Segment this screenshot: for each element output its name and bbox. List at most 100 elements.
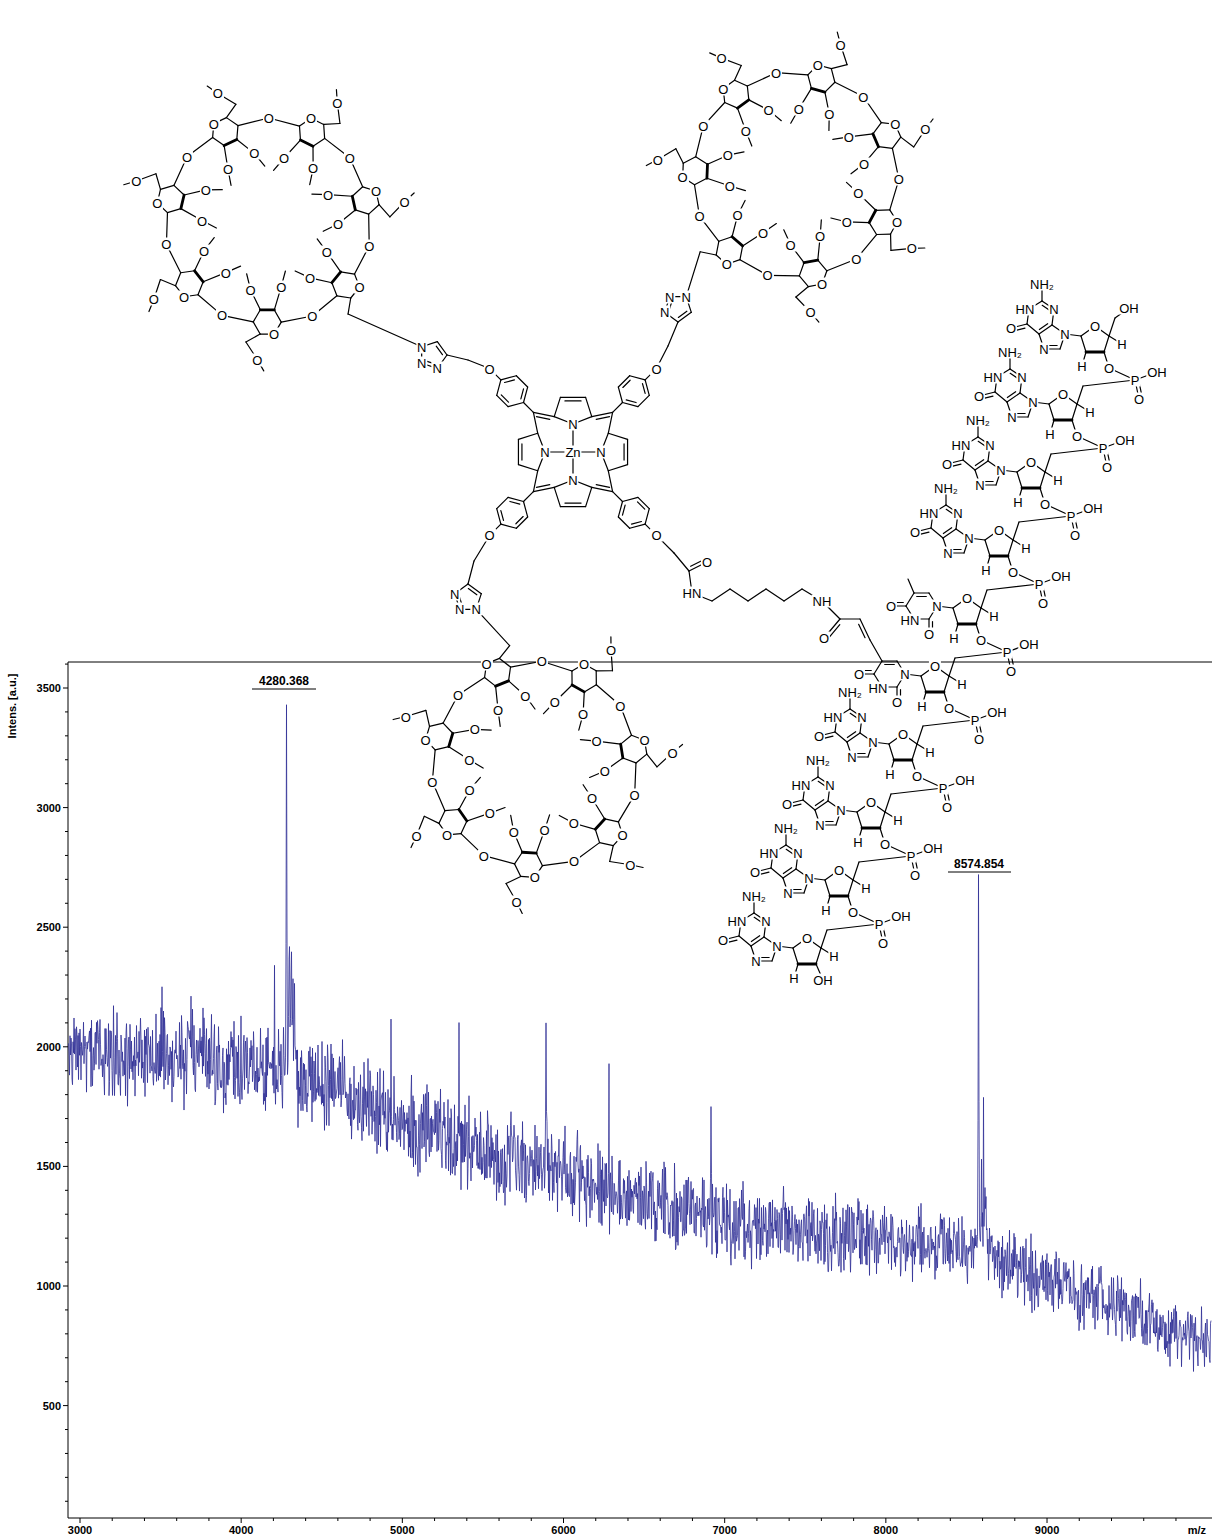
atom-label: O — [478, 849, 490, 862]
atom-label: O — [464, 783, 476, 796]
atom-label: OH — [922, 842, 944, 855]
atom-label: O — [590, 735, 602, 748]
chemical-bond — [521, 444, 522, 460]
chemical-bond — [725, 103, 738, 109]
chemical-bond — [818, 260, 827, 271]
chemical-bond — [730, 589, 748, 601]
axis-tick — [65, 855, 68, 856]
atom-label: O — [804, 306, 816, 319]
atom-label: O — [793, 103, 805, 116]
chemical-bond — [1013, 522, 1019, 540]
atom-label: O — [906, 242, 918, 255]
chemical-bond — [213, 138, 225, 146]
atom-label: O — [909, 526, 921, 539]
atom-label: OH — [1082, 502, 1104, 515]
axis-tick — [112, 1518, 113, 1521]
chemical-bond — [923, 720, 975, 726]
chemical-bond — [931, 528, 943, 538]
atom-label: NH₂ — [741, 890, 767, 903]
chemical-bond — [638, 502, 645, 509]
chemical-bond — [160, 280, 175, 286]
axis-line — [68, 1518, 1212, 1519]
atom-label: O — [220, 266, 232, 279]
atom-label: O — [1101, 461, 1113, 474]
atom-label: N — [771, 940, 782, 953]
chemical-bond — [379, 205, 390, 217]
chemical-bond — [783, 869, 796, 878]
atom-label: O — [586, 792, 598, 805]
axis-tick — [821, 1518, 822, 1521]
chemical-bond — [783, 868, 791, 874]
chemical-bond — [596, 485, 609, 488]
chemical-bond — [618, 376, 629, 387]
chemical-bond — [678, 312, 691, 322]
chemical-bond — [735, 80, 748, 86]
chemical-bond — [740, 246, 743, 260]
atom-label: O — [275, 280, 287, 293]
chemical-bond — [1039, 324, 1047, 330]
axis-tick — [370, 1518, 371, 1521]
atom-label: OH — [890, 910, 912, 923]
peak-label: 8574.854 — [954, 858, 1004, 870]
chemical-bond — [771, 868, 783, 878]
chemical-bond — [181, 195, 184, 209]
chemical-bond — [738, 100, 749, 108]
chemical-bond — [435, 747, 449, 750]
chemical-bond — [796, 287, 808, 297]
axis-tick — [65, 879, 68, 880]
chemical-bond — [524, 492, 534, 502]
chemical-bond — [638, 395, 649, 406]
chemical-bond — [747, 86, 748, 100]
atom-label: O — [529, 871, 541, 884]
axis-tick — [65, 664, 68, 665]
chemical-bond — [706, 164, 709, 178]
chemical-bond — [623, 444, 624, 460]
atom-label: O — [484, 807, 496, 820]
chemical-bond — [642, 384, 645, 394]
atom-label: O — [160, 238, 172, 251]
atom-label: O — [614, 699, 626, 712]
chemical-bond — [694, 178, 706, 184]
axis-tick — [950, 1518, 951, 1521]
chemical-bond — [445, 809, 459, 810]
chemical-bond — [636, 754, 647, 763]
chemical-bond — [623, 758, 636, 763]
atom-label: NH₂ — [773, 822, 799, 835]
chemical-bond — [678, 311, 687, 317]
chemical-bond — [784, 589, 802, 601]
atom-label: O — [650, 529, 662, 542]
chemical-bond — [1019, 516, 1071, 522]
atom-label: N — [974, 479, 985, 492]
atom-label: N — [1027, 396, 1038, 409]
atom-label: HN — [682, 587, 703, 600]
atom-label: HN — [919, 507, 940, 520]
atom-label: O — [508, 825, 520, 838]
atom-label: O — [353, 281, 365, 294]
atom-label: N — [1006, 411, 1017, 424]
axis-tick — [65, 975, 68, 976]
atom-label: P — [1066, 510, 1077, 523]
atom-label: O — [1057, 388, 1069, 401]
chemical-bond — [501, 395, 508, 402]
atom-label: O — [483, 529, 495, 542]
axis-tick — [65, 1142, 68, 1143]
atom-label: N — [416, 357, 427, 370]
chemical-bond — [647, 754, 657, 767]
chemical-bond — [975, 461, 988, 470]
atom-label: O — [717, 934, 729, 947]
atom-label: O — [1025, 456, 1037, 469]
atom-label: H — [884, 768, 895, 781]
atom-label: O — [677, 171, 689, 184]
atom-label: O — [993, 524, 1005, 537]
chemical-bond — [1086, 351, 1104, 354]
atom-label: O — [818, 632, 830, 645]
atom-label: O — [130, 174, 142, 187]
chemical-bond — [626, 400, 636, 403]
axis-tick — [1079, 1518, 1080, 1521]
axis-tick — [1014, 1518, 1015, 1521]
chemical-bond — [735, 65, 742, 80]
atom-label: O — [617, 829, 629, 842]
atom-label: N — [449, 587, 460, 600]
atom-label: O — [973, 733, 985, 746]
